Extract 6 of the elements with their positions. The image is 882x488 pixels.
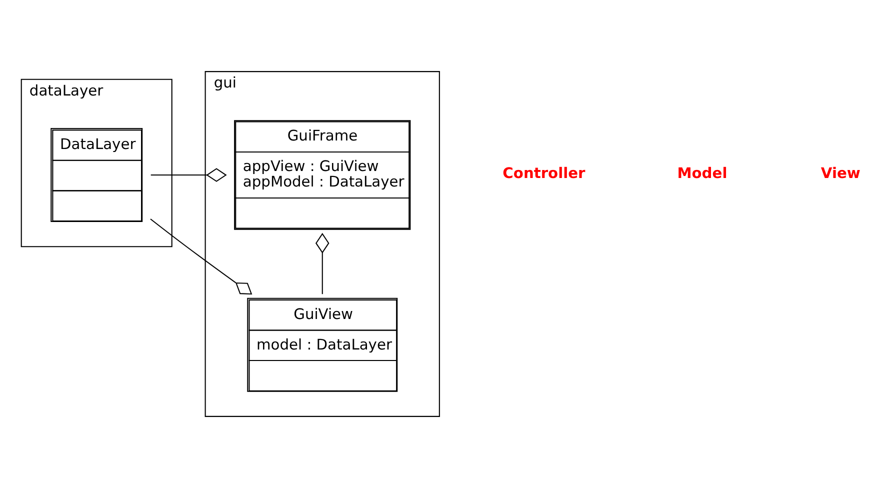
label: Controller xyxy=(502,164,586,182)
connector xyxy=(150,168,227,182)
label: Model xyxy=(677,164,728,182)
label: View xyxy=(820,164,860,182)
connector xyxy=(150,218,252,294)
connector xyxy=(315,232,330,294)
